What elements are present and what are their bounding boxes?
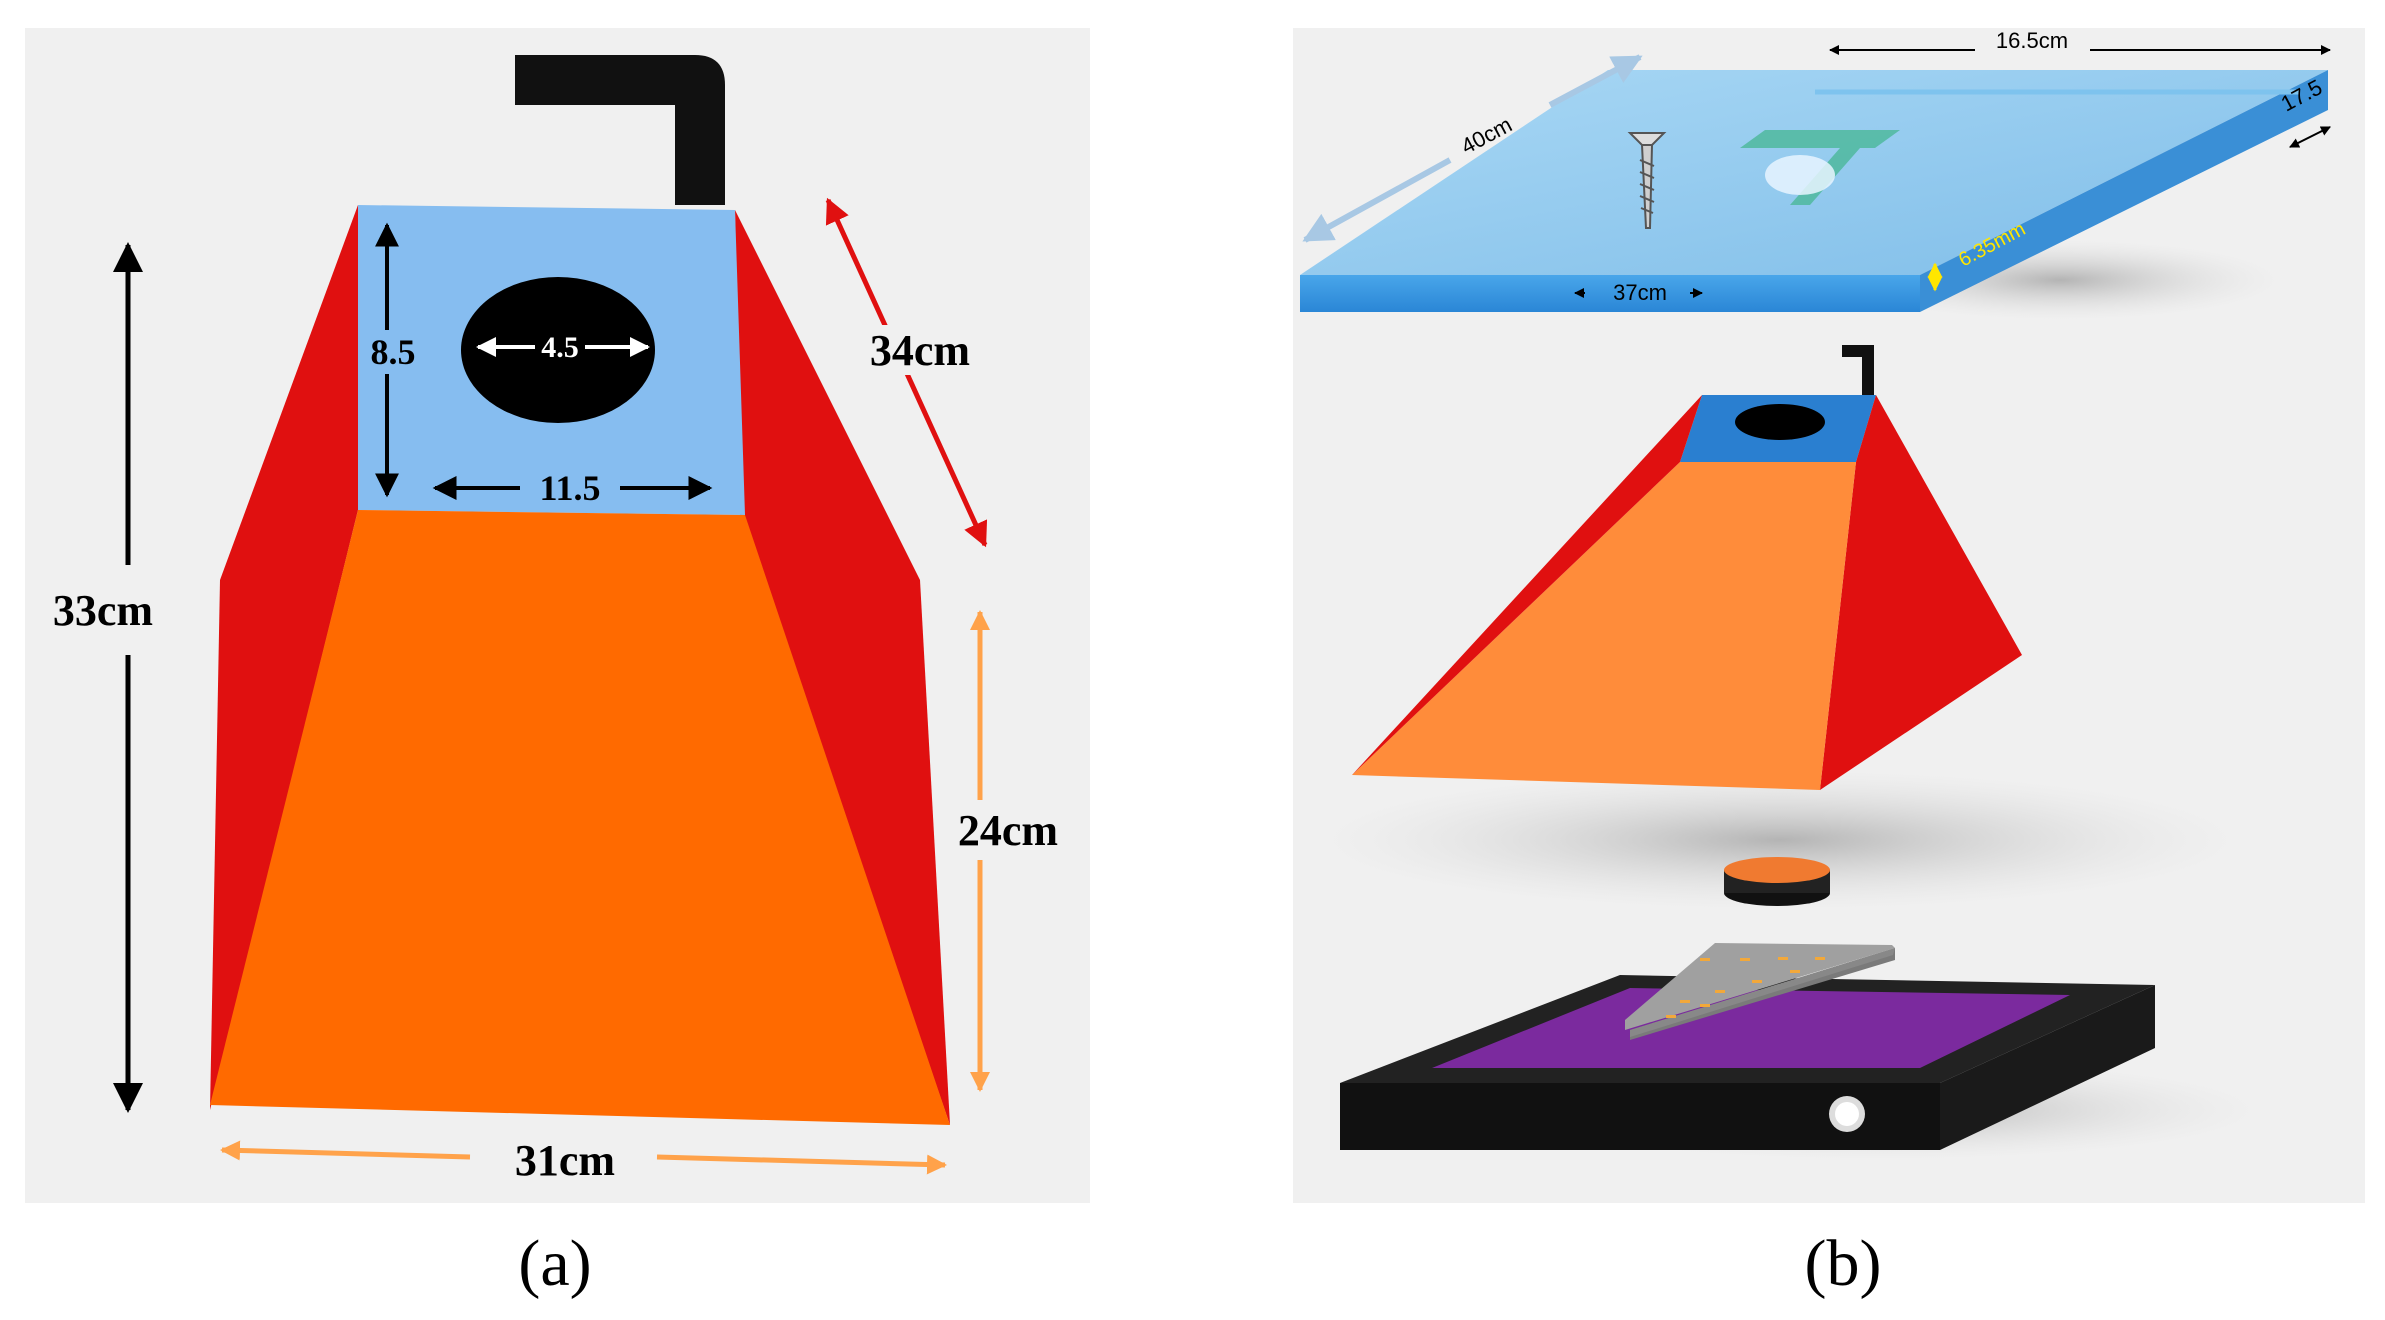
slide-edge (1630, 948, 1895, 1037)
vent-hole (461, 277, 655, 423)
hinge-bracket (1740, 130, 1900, 205)
top-height-label-bg (362, 330, 424, 374)
screw-icon (1627, 132, 1667, 229)
lid-inner-width-label: 16.5cm (1996, 28, 2068, 53)
side-height-label: 24cm (958, 806, 1058, 855)
chamber-shadow (1320, 770, 2240, 910)
lid-depth-arrow-upper (1548, 54, 1643, 108)
base-width-arrow-right (656, 1154, 947, 1175)
chamber-pipe (1842, 345, 1874, 395)
total-height-label: 33cm (53, 586, 153, 635)
lid-front-edge (1300, 275, 1920, 312)
chamber-front (1352, 462, 1856, 790)
chamber-hole (1735, 404, 1825, 440)
slant-side-label-bg (858, 325, 983, 375)
lid-inner-depth-arrow (2289, 126, 2331, 148)
led-dots (1666, 957, 1825, 1018)
lid-width-label: 37cm (1613, 280, 1667, 305)
left-side-panel (210, 205, 358, 1110)
panel-a: 4.5 8.5 11.5 33cm 34cm 24cm 31cm (a) (25, 28, 1090, 1300)
platform-screen (1432, 988, 2070, 1068)
disc-top (1724, 857, 1830, 883)
exhaust-pipe (515, 55, 725, 205)
top-width-label: 11.5 (539, 468, 600, 508)
base-width-label: 31cm (515, 1136, 615, 1185)
chamber-side (1820, 395, 2022, 790)
top-height-label: 8.5 (371, 332, 416, 372)
chamber-left-edge (1352, 395, 1702, 775)
platform-side (1940, 985, 2155, 1150)
panel-b: 40cm 16.5cm 17.5 37cm 6.35mm (1293, 28, 2365, 1300)
top-width-label-bg (520, 468, 620, 508)
slide-top (1625, 943, 1895, 1030)
lid-side-edge (1920, 70, 2328, 312)
lid-depth-arrow-lower (1302, 157, 1452, 243)
caption-a: (a) (518, 1227, 591, 1300)
hole-diameter-label: 4.5 (541, 331, 579, 364)
platform-front (1340, 1083, 1940, 1150)
right-side-panel (735, 210, 950, 1125)
base-width-arrow-left (220, 1140, 471, 1161)
power-button-inner (1835, 1102, 1859, 1126)
front-panel (210, 510, 950, 1125)
slant-side-label: 34cm (870, 326, 970, 375)
caption-b: (b) (1805, 1227, 1882, 1300)
